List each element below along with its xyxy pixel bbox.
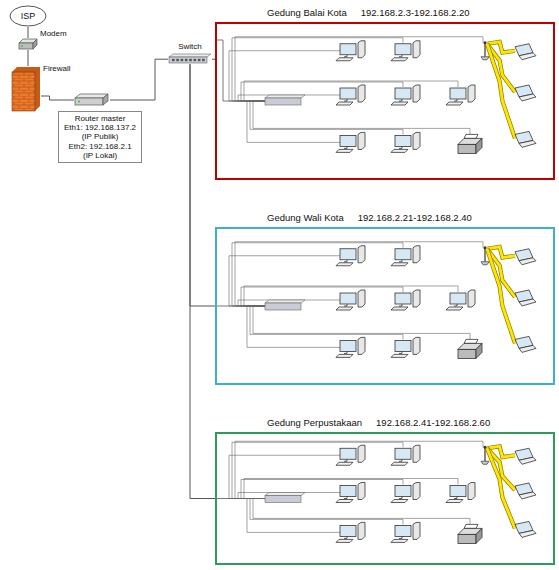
laptop-icon xyxy=(515,44,536,60)
building-switch-icon xyxy=(265,493,305,503)
laptop-icon xyxy=(515,336,536,352)
computer-icon xyxy=(391,246,420,266)
building-group: Gedung Balai Kota192.168.2.3-192.168.2.2… xyxy=(215,22,555,180)
network-device: Router masterEth1: 192.168.137.2(IP Publ… xyxy=(58,92,142,163)
wireless-bolt xyxy=(487,249,515,344)
node-label: (IP Publik) xyxy=(64,132,136,141)
computer-icon xyxy=(391,132,420,152)
switch-icon xyxy=(168,53,212,64)
computer-icon xyxy=(446,483,475,503)
wireless-bolt-outline xyxy=(487,448,515,528)
router-label-box: Router masterEth1: 192.168.137.2(IP Publ… xyxy=(58,111,142,163)
node-label: 192.168.2.3-192.168.2.20 xyxy=(361,8,470,19)
computer-icon xyxy=(391,290,420,310)
building-group: Gedung Wali Kota192.168.2.21-192.168.2.4… xyxy=(215,227,555,385)
building-switch-icon xyxy=(265,300,305,310)
laptop-icon xyxy=(515,85,536,101)
network-device: Firewall xyxy=(11,66,41,112)
laptop-icon xyxy=(515,249,536,265)
computer-icon xyxy=(336,41,365,61)
lan-wires xyxy=(217,441,483,532)
network-cable xyxy=(190,64,215,306)
building-group: Gedung Perpustakaan192.168.2.41-192.168.… xyxy=(215,432,555,565)
computer-icon xyxy=(391,483,420,503)
computer-icon xyxy=(336,85,365,105)
lan-wires xyxy=(217,242,483,348)
wireless-bolt-outline xyxy=(487,249,515,344)
network-device: Switch xyxy=(168,42,212,64)
building-devices xyxy=(217,242,536,359)
router-icon xyxy=(72,92,112,108)
computer-icon xyxy=(336,132,365,152)
printer-icon xyxy=(458,339,482,358)
computer-icon xyxy=(336,483,365,503)
node-label: 192.168.2.21-192.168.2.40 xyxy=(358,213,472,224)
network-cable xyxy=(41,96,58,100)
building-switch-icon xyxy=(265,95,305,105)
wireless-bolt xyxy=(487,44,515,139)
computer-icon xyxy=(391,85,420,105)
computer-icon xyxy=(446,85,475,105)
computer-icon xyxy=(336,290,365,310)
isp-ellipse xyxy=(10,6,46,26)
network-cable xyxy=(190,64,215,498)
computer-icon xyxy=(446,290,475,310)
node-label: Firewall xyxy=(43,64,71,73)
firewall-icon xyxy=(11,66,41,112)
computer-icon xyxy=(336,337,365,357)
network-cable xyxy=(28,50,29,66)
network-cable xyxy=(28,27,29,38)
laptop-icon xyxy=(515,448,536,464)
computer-icon xyxy=(391,41,420,61)
laptop-icon xyxy=(515,131,536,147)
node-label: Gedung Perpustakaan xyxy=(267,418,362,429)
wireless-bolt xyxy=(487,448,515,528)
node-label: Router master xyxy=(64,114,136,123)
wireless-bolt-outline xyxy=(487,44,515,139)
computer-icon xyxy=(391,522,420,542)
node-label: Eth2: 192.168.2.1 xyxy=(64,142,136,151)
computer-icon xyxy=(391,337,420,357)
node-label: ISP xyxy=(21,11,36,21)
computer-icon xyxy=(336,246,365,266)
laptop-icon xyxy=(515,521,536,537)
node-label: Eth1: 192.168.137.2 xyxy=(64,123,136,132)
laptop-icon xyxy=(515,290,536,306)
computer-icon xyxy=(336,522,365,542)
node-label: Gedung Balai Kota xyxy=(267,8,347,19)
node-label: Gedung Wali Kota xyxy=(267,213,344,224)
network-device: ISP xyxy=(9,5,47,27)
computer-icon xyxy=(391,445,420,465)
computer-icon xyxy=(336,445,365,465)
building-devices xyxy=(217,441,536,543)
laptop-icon xyxy=(515,483,536,499)
network-cable xyxy=(142,59,168,100)
node-label: Switch xyxy=(168,42,212,51)
modem-icon xyxy=(18,38,38,50)
printer-icon xyxy=(458,524,482,543)
node-label: 192.168.2.41-192.168.2.60 xyxy=(376,418,490,429)
node-label: Modem xyxy=(40,29,67,38)
node-label: (IP Lokal) xyxy=(64,151,136,160)
lan-wires xyxy=(217,37,483,143)
network-device: Modem xyxy=(18,38,38,50)
building-devices xyxy=(217,37,536,154)
printer-icon xyxy=(458,134,482,153)
